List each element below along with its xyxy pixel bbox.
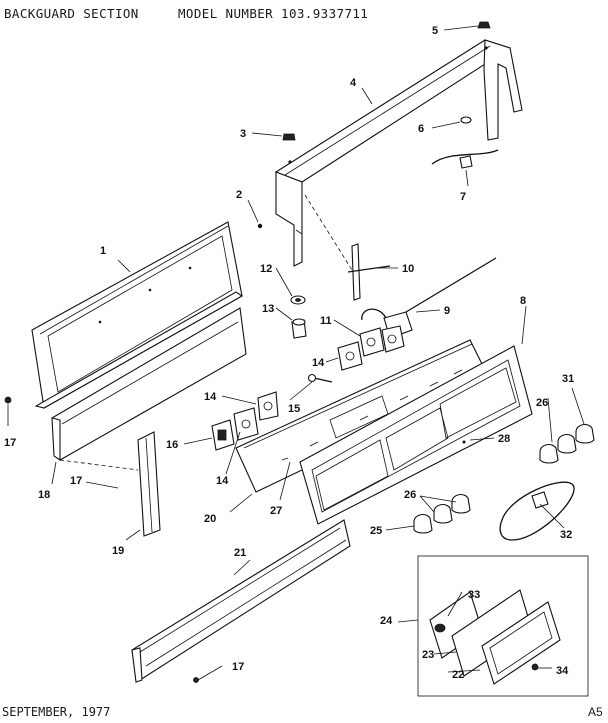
callout-23: 23 <box>422 649 434 661</box>
callout-15: 15 <box>288 403 300 415</box>
wire-harness-part <box>361 257 497 339</box>
callout-26-right: 26 <box>536 397 548 409</box>
callout-17-left: 17 <box>4 437 16 449</box>
callout-3: 3 <box>240 128 246 140</box>
bracket-spring-part <box>304 194 391 301</box>
callout-33: 33 <box>468 589 480 601</box>
callout-25: 25 <box>370 525 382 537</box>
callout-31: 31 <box>562 373 574 385</box>
callout-13: 13 <box>262 303 274 315</box>
base-trim-part <box>131 519 351 683</box>
frame-panel-part <box>31 221 244 409</box>
backguard-top-part <box>274 39 523 267</box>
callout-24: 24 <box>380 615 393 627</box>
side-bracket-part <box>59 431 161 537</box>
callout-28: 28 <box>498 433 510 445</box>
callout-22: 22 <box>452 669 464 681</box>
callout-9: 9 <box>444 305 450 317</box>
callout-5: 5 <box>432 25 438 37</box>
callout-19: 19 <box>112 545 124 557</box>
callout-27: 27 <box>270 505 282 517</box>
callout-16: 16 <box>166 439 178 451</box>
callout-17-bottom: 17 <box>232 661 244 673</box>
callout-10: 10 <box>402 263 414 275</box>
callout-7: 7 <box>460 191 466 203</box>
callout-32: 32 <box>560 529 572 541</box>
clock-assembly-inset <box>417 555 589 697</box>
lamp-part <box>499 481 575 541</box>
control-knobs <box>413 423 595 534</box>
small-hardware <box>4 21 499 426</box>
washer-and-spacer <box>290 295 307 339</box>
switch-assemblies <box>211 325 405 451</box>
callout-14-lower: 14 <box>216 475 229 487</box>
callout-17-middle: 17 <box>70 475 82 487</box>
callout-21: 21 <box>234 547 246 559</box>
callout-labels: 1 2 3 4 5 6 7 8 9 10 11 12 13 14 14 14 1… <box>4 25 574 681</box>
model-number-label: MODEL NUMBER 103.9337711 <box>178 6 369 21</box>
callout-12: 12 <box>260 263 272 275</box>
callout-14-middle: 14 <box>204 391 217 403</box>
callout-20: 20 <box>204 513 216 525</box>
leader-lines <box>51 25 585 681</box>
page-code: A5 <box>588 705 603 719</box>
callout-6: 6 <box>418 123 424 135</box>
callout-26-left: 26 <box>404 489 416 501</box>
callout-4: 4 <box>350 77 357 89</box>
callout-34: 34 <box>556 665 569 677</box>
callout-11: 11 <box>320 315 332 327</box>
callout-1: 1 <box>100 245 106 257</box>
screw-part <box>307 373 333 383</box>
section-title: BACKGUARD SECTION <box>4 6 139 21</box>
callout-8: 8 <box>520 295 526 307</box>
callout-18: 18 <box>38 489 50 501</box>
callout-2: 2 <box>236 189 242 201</box>
print-date: SEPTEMBER, 1977 <box>2 705 111 719</box>
display-panel-part <box>299 345 533 525</box>
callout-14-upper: 14 <box>312 357 325 369</box>
